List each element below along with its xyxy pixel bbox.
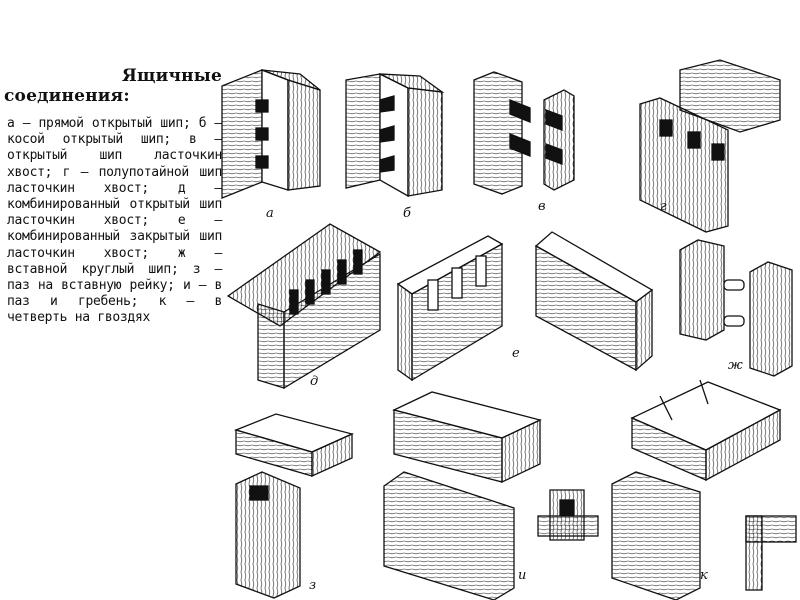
figure-g-drawing — [639, 59, 781, 233]
figure-label-zh: ж — [728, 358, 743, 373]
figure-label-v: в — [538, 199, 546, 214]
figure-label-d: д — [310, 374, 319, 389]
figure-label-i: и — [518, 568, 527, 583]
figure-label-a: а — [266, 206, 274, 221]
figure-a-drawing — [221, 69, 321, 199]
figure-d-drawing — [226, 223, 382, 390]
figure-label-e: е — [512, 346, 520, 361]
figure-v-drawing — [473, 71, 575, 195]
figure-label-g: г — [660, 199, 667, 214]
figure-z-drawing — [234, 413, 354, 599]
figure-k-drawing — [611, 379, 797, 600]
figure-zh-drawing — [679, 239, 793, 377]
figure-e-drawing — [396, 235, 504, 382]
figure-b-drawing — [345, 72, 445, 198]
figure-label-b: б — [403, 206, 411, 221]
figure-e2-drawing — [534, 231, 654, 372]
page-title: Ящичные соединения: — [4, 66, 222, 106]
figure-label-k: к — [700, 568, 708, 583]
figure-i-drawing — [383, 391, 599, 600]
figure-label-z: з — [309, 578, 317, 593]
title-line-1: Ящичные — [121, 66, 222, 86]
legend-text: а — прямой открытый шип; б — косой откры… — [7, 116, 222, 326]
title-line-2: соединения: — [4, 86, 130, 106]
